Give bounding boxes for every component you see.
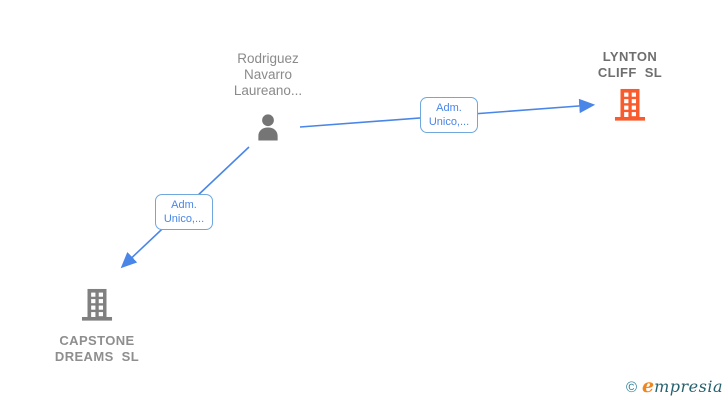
person-name-line-1: Rodriguez xyxy=(237,51,299,66)
person-name-line-3: Laureano... xyxy=(233,83,303,98)
person-name: Rodriguez Navarro Laureano... xyxy=(188,51,348,99)
company-name-capstone-line-1: CAPSTONE xyxy=(59,333,135,348)
brand-name: mpresia xyxy=(654,377,723,396)
company-name-capstone: CAPSTONE DREAMS SL xyxy=(35,333,159,365)
empresia-logo[interactable]: © e mpresia xyxy=(626,375,723,397)
edge-label-line-1: Adm. xyxy=(171,199,197,211)
copyright-symbol: © xyxy=(625,379,637,396)
brand-initial: e xyxy=(642,375,655,397)
edge-label-line-2: Unico,... xyxy=(163,213,205,225)
company-node-capstone[interactable]: CAPSTONE DREAMS SL xyxy=(35,281,159,365)
company-name-lynton: LYNTON CLIFF SL xyxy=(568,49,692,81)
person-node[interactable]: Rodriguez Navarro Laureano... xyxy=(188,51,348,150)
edge-label-line-1: Adm. xyxy=(436,102,462,114)
company-name-lynton-line-2: CLIFF SL xyxy=(597,65,663,80)
edge-label-adm-unico-lynton[interactable]: Adm. Unico,... xyxy=(420,97,478,133)
company-name-lynton-line-1: LYNTON xyxy=(602,49,658,64)
company-node-lynton[interactable]: LYNTON CLIFF SL xyxy=(568,49,692,128)
edge-label-line-2: Unico,... xyxy=(428,116,470,128)
person-name-line-2: Navarro xyxy=(243,67,292,82)
person-icon xyxy=(188,111,348,150)
edge-label-adm-unico-capstone[interactable]: Adm. Unico,... xyxy=(155,194,213,230)
company-name-capstone-line-2: DREAMS SL xyxy=(54,349,140,364)
building-icon xyxy=(568,85,692,128)
building-icon xyxy=(35,285,159,328)
